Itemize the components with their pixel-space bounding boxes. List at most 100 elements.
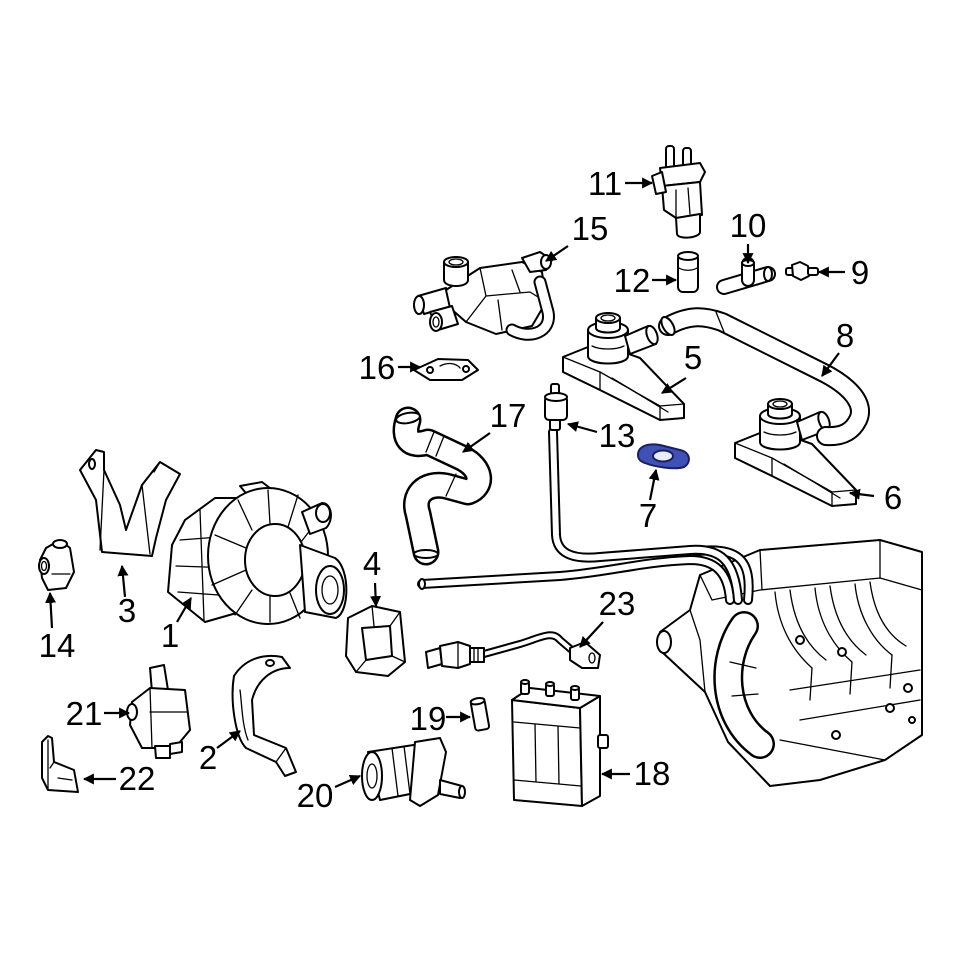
part-21-drawing-shape	[129, 687, 191, 749]
part-15-drawing-shape	[429, 312, 443, 332]
part-18-drawing-shape	[513, 721, 582, 787]
engine-manifold-drawing-shape	[774, 591, 813, 669]
part-20-drawing-shape	[409, 737, 447, 807]
engine-manifold-drawing-shape	[729, 661, 759, 697]
part-8-drawing-shape	[715, 311, 725, 333]
part-23-drawing-shape	[469, 647, 485, 663]
leader-arrow-20	[334, 774, 362, 789]
engine-manifold-drawing-shape	[831, 730, 841, 740]
part-23-drawing	[425, 635, 601, 669]
leader-arrow-5	[661, 377, 687, 394]
part-3-drawing-shape	[99, 461, 161, 555]
part-7-highlighted-gasket	[637, 443, 690, 470]
callout-label-7: 7	[639, 497, 657, 534]
callout-label-23: 23	[599, 585, 636, 622]
part-16-drawing-shape	[439, 362, 461, 369]
part-18-drawing-shape	[545, 681, 555, 687]
part-18-drawing	[511, 679, 609, 807]
part-15-drawing-shape	[413, 295, 425, 315]
part-6-drawing-shape	[763, 431, 797, 436]
callout-label-18: 18	[634, 755, 671, 792]
part-6-drawing-shape	[759, 415, 801, 451]
leader-arrow-3	[117, 564, 129, 598]
part-14-drawing-shape	[38, 557, 50, 575]
part-22-drawing	[41, 735, 79, 793]
callout-labels: 1 2 3 4 5 6 7 8 9 10 11 12 13 14 15 16 1…	[39, 165, 903, 814]
part-10-drawing-shape	[763, 266, 773, 282]
part-20-drawing	[361, 737, 466, 807]
part-6-drawing-shape	[767, 398, 793, 410]
part-4-drawing	[345, 605, 406, 677]
part-3-drawing-shape	[88, 458, 96, 470]
callout-label-20: 20	[297, 777, 334, 814]
engine-manifold-drawing-shape	[854, 583, 893, 656]
callout-label-11: 11	[588, 165, 622, 202]
part-17-drawing-shape	[413, 549, 439, 559]
engine-manifold-drawing-shape	[869, 581, 907, 647]
part-12-drawing-shape	[677, 251, 699, 261]
part-17-drawing-shape	[425, 431, 457, 497]
part-4-drawing-shape	[355, 605, 406, 673]
part-6-drawing	[734, 398, 857, 507]
callout-label-10: 10	[730, 207, 767, 244]
engine-manifold-drawing-shape	[903, 683, 913, 693]
part-17-drawing	[395, 411, 478, 558]
part-14-drawing	[38, 539, 75, 591]
part-15-drawing-shape	[448, 258, 464, 266]
callout-label-6: 6	[884, 479, 902, 516]
part-4-drawing-shape	[361, 625, 393, 661]
engine-manifold-drawing-shape	[789, 669, 921, 691]
part-18-drawing-shape	[597, 734, 609, 749]
engine-manifold-drawing-shape	[759, 549, 763, 591]
part-19-drawing	[469, 697, 491, 732]
engine-manifold-drawing-shape	[885, 703, 895, 713]
leader-arrow-15	[545, 245, 569, 262]
part-21-drawing-shape	[169, 741, 183, 755]
part-23-drawing-shape	[588, 652, 596, 664]
part-13-drawing	[544, 383, 568, 431]
part-15-drawing	[413, 251, 552, 334]
part-20-drawing-shape	[391, 745, 411, 797]
part-18-drawing-shape	[570, 685, 580, 691]
leader-arrow-1	[176, 597, 192, 623]
part-13-drawing-shape	[544, 392, 568, 402]
leader-arrow-6	[848, 488, 875, 500]
leader-arrow-13	[566, 421, 598, 434]
part-1-drawing-shape	[321, 575, 339, 605]
part-21-drawing	[126, 664, 191, 759]
engine-manifold-drawing	[656, 539, 923, 787]
vacuum-lines-drawing	[419, 432, 749, 600]
part-22-drawing-shape	[41, 735, 79, 793]
engine-manifold-drawing-shape	[789, 589, 827, 661]
part-5-drawing-shape	[595, 312, 621, 324]
part-11-drawing	[651, 145, 706, 239]
callout-label-17: 17	[490, 397, 527, 434]
part-6-drawing-shape	[772, 400, 788, 408]
engine-manifold-drawing-shape	[799, 699, 921, 721]
part-11-drawing-shape	[651, 171, 667, 195]
vacuum-lines-drawing-shape	[422, 560, 730, 600]
leader-arrow-14	[45, 591, 57, 629]
part-14-drawing-shape	[40, 560, 48, 572]
part-6-drawing-shape	[771, 457, 841, 507]
engine-manifold-drawing-shape	[699, 574, 923, 601]
leader-arrow-2	[216, 730, 241, 749]
engine-manifold-drawing-shape	[814, 587, 853, 663]
part-11-drawing-shape	[675, 213, 701, 239]
part-18-drawing-shape	[520, 679, 530, 685]
part-16-drawing-shape	[426, 366, 434, 374]
part-15-drawing-shape	[443, 261, 469, 287]
part-8-drawing	[659, 312, 860, 436]
part-21-drawing-shape	[149, 687, 189, 749]
callout-label-14: 14	[39, 627, 76, 664]
part-12-drawing-shape	[678, 267, 698, 271]
part-5-drawing-shape	[645, 324, 659, 346]
callout-label-9: 9	[851, 254, 869, 291]
engine-manifold-drawing-shape	[837, 647, 847, 657]
part-2-drawing-shape	[265, 659, 275, 667]
part-17-drawing-shape	[395, 411, 421, 425]
part-14-drawing-shape	[52, 539, 68, 549]
engine-manifold-drawing-shape	[659, 539, 923, 787]
part-5-drawing-shape	[591, 345, 625, 350]
engine-manifold-drawing-shape	[795, 635, 805, 645]
